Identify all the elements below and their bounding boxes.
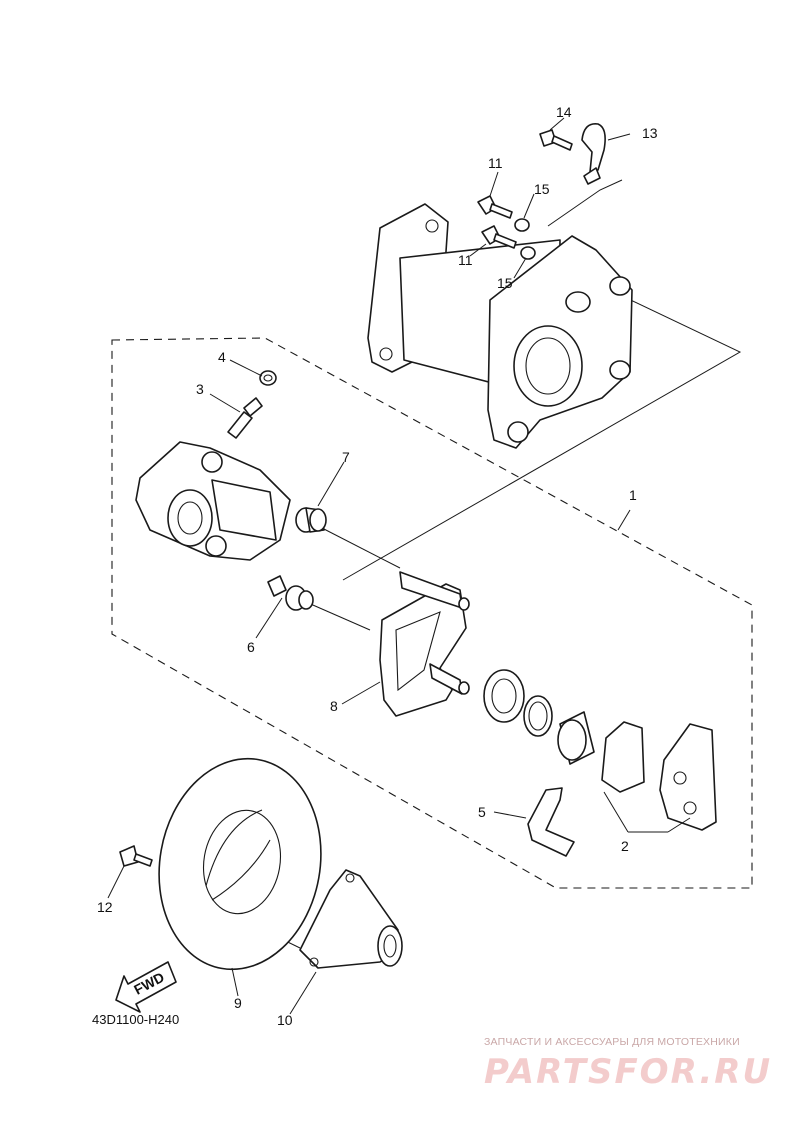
washer-15-upper bbox=[514, 218, 530, 232]
callout-6: 6 bbox=[247, 639, 255, 655]
hose-clamp-13 bbox=[581, 123, 606, 185]
assembly-guide-line-6 bbox=[305, 601, 371, 631]
callout-5: 5 bbox=[478, 804, 486, 820]
disc-bolt-12 bbox=[119, 845, 153, 867]
callout-8: 8 bbox=[330, 698, 338, 714]
callout-3: 3 bbox=[196, 381, 204, 397]
bleed-cap-4 bbox=[259, 370, 277, 386]
callout-9: 9 bbox=[234, 995, 242, 1011]
watermark-caption: ЗАПЧАСТИ И АКСЕССУАРЫ ДЛЯ МОТОТЕХНИКИ bbox=[484, 1036, 740, 1048]
callout-15-lower: 15 bbox=[497, 275, 513, 291]
bleed-screw-3 bbox=[227, 397, 263, 439]
brake-pad-inner bbox=[601, 721, 645, 793]
callout-15-upper: 15 bbox=[534, 181, 550, 197]
bracket-housing bbox=[367, 203, 633, 449]
callout-7: 7 bbox=[342, 449, 350, 465]
brake-disc-9 bbox=[158, 757, 322, 971]
callout-4: 4 bbox=[218, 349, 226, 365]
callout-11-upper: 11 bbox=[488, 155, 503, 171]
caliper-body bbox=[135, 441, 291, 561]
diagram-code: 43D1100-H240 bbox=[92, 1012, 180, 1027]
callout-14: 14 bbox=[556, 104, 572, 120]
callout-10: 10 bbox=[277, 1012, 293, 1028]
piston-seal bbox=[523, 695, 553, 737]
bolt-11-upper bbox=[477, 195, 513, 219]
bolt-11-lower bbox=[481, 225, 517, 249]
disc-hub-10 bbox=[299, 869, 403, 969]
piston-dust-seal bbox=[483, 669, 525, 723]
callout-11-lower: 11 bbox=[458, 252, 473, 268]
callout-1: 1 bbox=[629, 487, 637, 503]
piston bbox=[557, 711, 595, 765]
washer-15-lower bbox=[520, 246, 536, 260]
callout-13: 13 bbox=[642, 125, 658, 141]
caliper-assembly-boundary bbox=[111, 337, 753, 889]
pad-spring-5 bbox=[527, 787, 575, 857]
slide-pin-6 bbox=[267, 575, 314, 611]
brake-pad-outer bbox=[659, 723, 717, 831]
assembly-guide-line-7 bbox=[321, 527, 401, 569]
caliper-bracket-8 bbox=[379, 571, 470, 717]
watermark-logo: PARTSFOR.RU bbox=[484, 1052, 773, 1092]
callout-12: 12 bbox=[97, 899, 113, 915]
assembly-guide-line-13 bbox=[547, 179, 623, 227]
pin-boot-7 bbox=[295, 507, 327, 533]
callout-leaders bbox=[107, 117, 691, 1015]
fwd-arrow-icon: FWD bbox=[115, 961, 177, 1013]
bolt-14 bbox=[539, 129, 573, 151]
callout-2: 2 bbox=[621, 838, 629, 854]
